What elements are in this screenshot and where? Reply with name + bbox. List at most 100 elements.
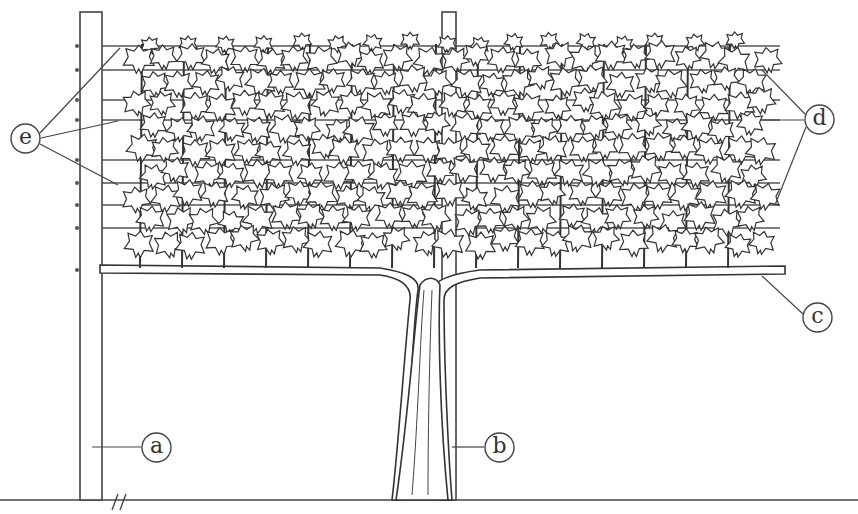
grape-leaf [747,229,776,257]
break-mark [112,494,118,510]
grape-leaf [725,31,744,49]
grape-leaf [271,201,303,230]
grape-leaf [381,224,411,253]
grape-leaf [525,63,555,91]
leader-line [452,446,484,447]
grape-leaf [181,140,210,167]
callout-letter: a [150,435,163,457]
grape-leaf [401,32,419,49]
grape-leaf [628,153,663,186]
grape-leaf [590,223,621,253]
grape-leaf [692,224,726,257]
grape-leaf [342,204,373,233]
grape-leaf [284,179,313,207]
grape-leaf [177,43,207,71]
grape-leaf [752,46,782,75]
grape-leaf [205,226,237,255]
leader-line [40,144,118,185]
grape-leaf [175,231,207,261]
grape-leaf [186,114,217,143]
grape-leaf [302,229,334,259]
grape-leaf [540,229,571,259]
grape-leaf [282,138,313,168]
grape-leaf [295,200,327,231]
callout-circle: d [804,104,835,135]
callout-circle: e [10,123,41,154]
grape-leaf [135,204,166,233]
grape-leaf [643,131,676,162]
grape-leaf [400,112,427,137]
grape-leaf [217,161,247,189]
grape-leaf [644,39,676,69]
grape-leaf [199,180,230,209]
grape-leaf [254,90,286,120]
grape-leaf [712,65,740,91]
grape-leaf [487,46,517,74]
grape-leaf [688,68,717,95]
grape-leaf [736,110,765,137]
grape-leaf [387,137,415,163]
grape-leaf [138,161,170,191]
grape-leaf [557,115,585,141]
grape-leaf [359,232,388,259]
trellis-wire [102,204,780,205]
grape-leaf [449,154,481,184]
grape-leaf [268,70,294,94]
callout-letter: e [19,126,32,148]
grape-leaf [375,202,404,228]
callout-letter: d [812,107,826,129]
grape-leaf [381,42,414,73]
break-mark [120,494,126,510]
grape-leaf [673,44,702,72]
grape-leaf [460,185,489,213]
callout-circle: b [484,432,515,463]
grape-leaf [512,92,544,122]
leader-line [41,121,118,138]
grape-leaf [319,205,347,231]
grape-leaf [293,33,312,51]
grape-leaf [569,136,597,162]
trunk-bark [412,290,432,495]
grape-leaf [373,113,398,136]
leader-line [762,119,804,120]
grape-leaf [744,135,778,168]
grape-leaf [621,42,651,70]
grape-leaf [619,230,649,258]
grape-leaf [576,63,608,94]
grape-leaf [214,63,246,94]
grape-leaf [631,203,660,230]
grape-leaf [515,228,545,256]
grape-leaf [344,160,373,187]
grape-leaf [490,91,517,116]
grape-leaf [279,45,308,72]
grape-leaf [602,111,633,140]
grape-leaf [254,227,285,257]
grape-leaf [172,178,204,208]
grape-leaf [227,222,261,255]
grape-leaf [334,227,368,259]
grape-leaf [148,90,176,117]
grape-leaf [280,224,313,255]
leader-line [92,446,141,447]
leader-line [775,127,806,205]
grape-leaf [745,85,777,115]
grape-leaf [463,42,489,66]
grape-leaf [123,45,154,74]
cordon-left [100,265,418,500]
grape-leaf [435,179,465,207]
grape-leaf [604,204,631,229]
leader-line [762,276,803,314]
grape-leaf [709,152,744,186]
post-staples [75,44,79,272]
grape-leaf [450,111,483,142]
callout-letter: c [811,305,823,327]
grape-leaf [671,135,698,160]
grape-leaf [362,33,383,53]
grape-leaf [477,208,504,233]
grape-leaf [230,183,260,212]
grape-leaf [592,136,617,159]
grape-leaf [419,202,452,233]
grape-leaf [163,70,193,98]
